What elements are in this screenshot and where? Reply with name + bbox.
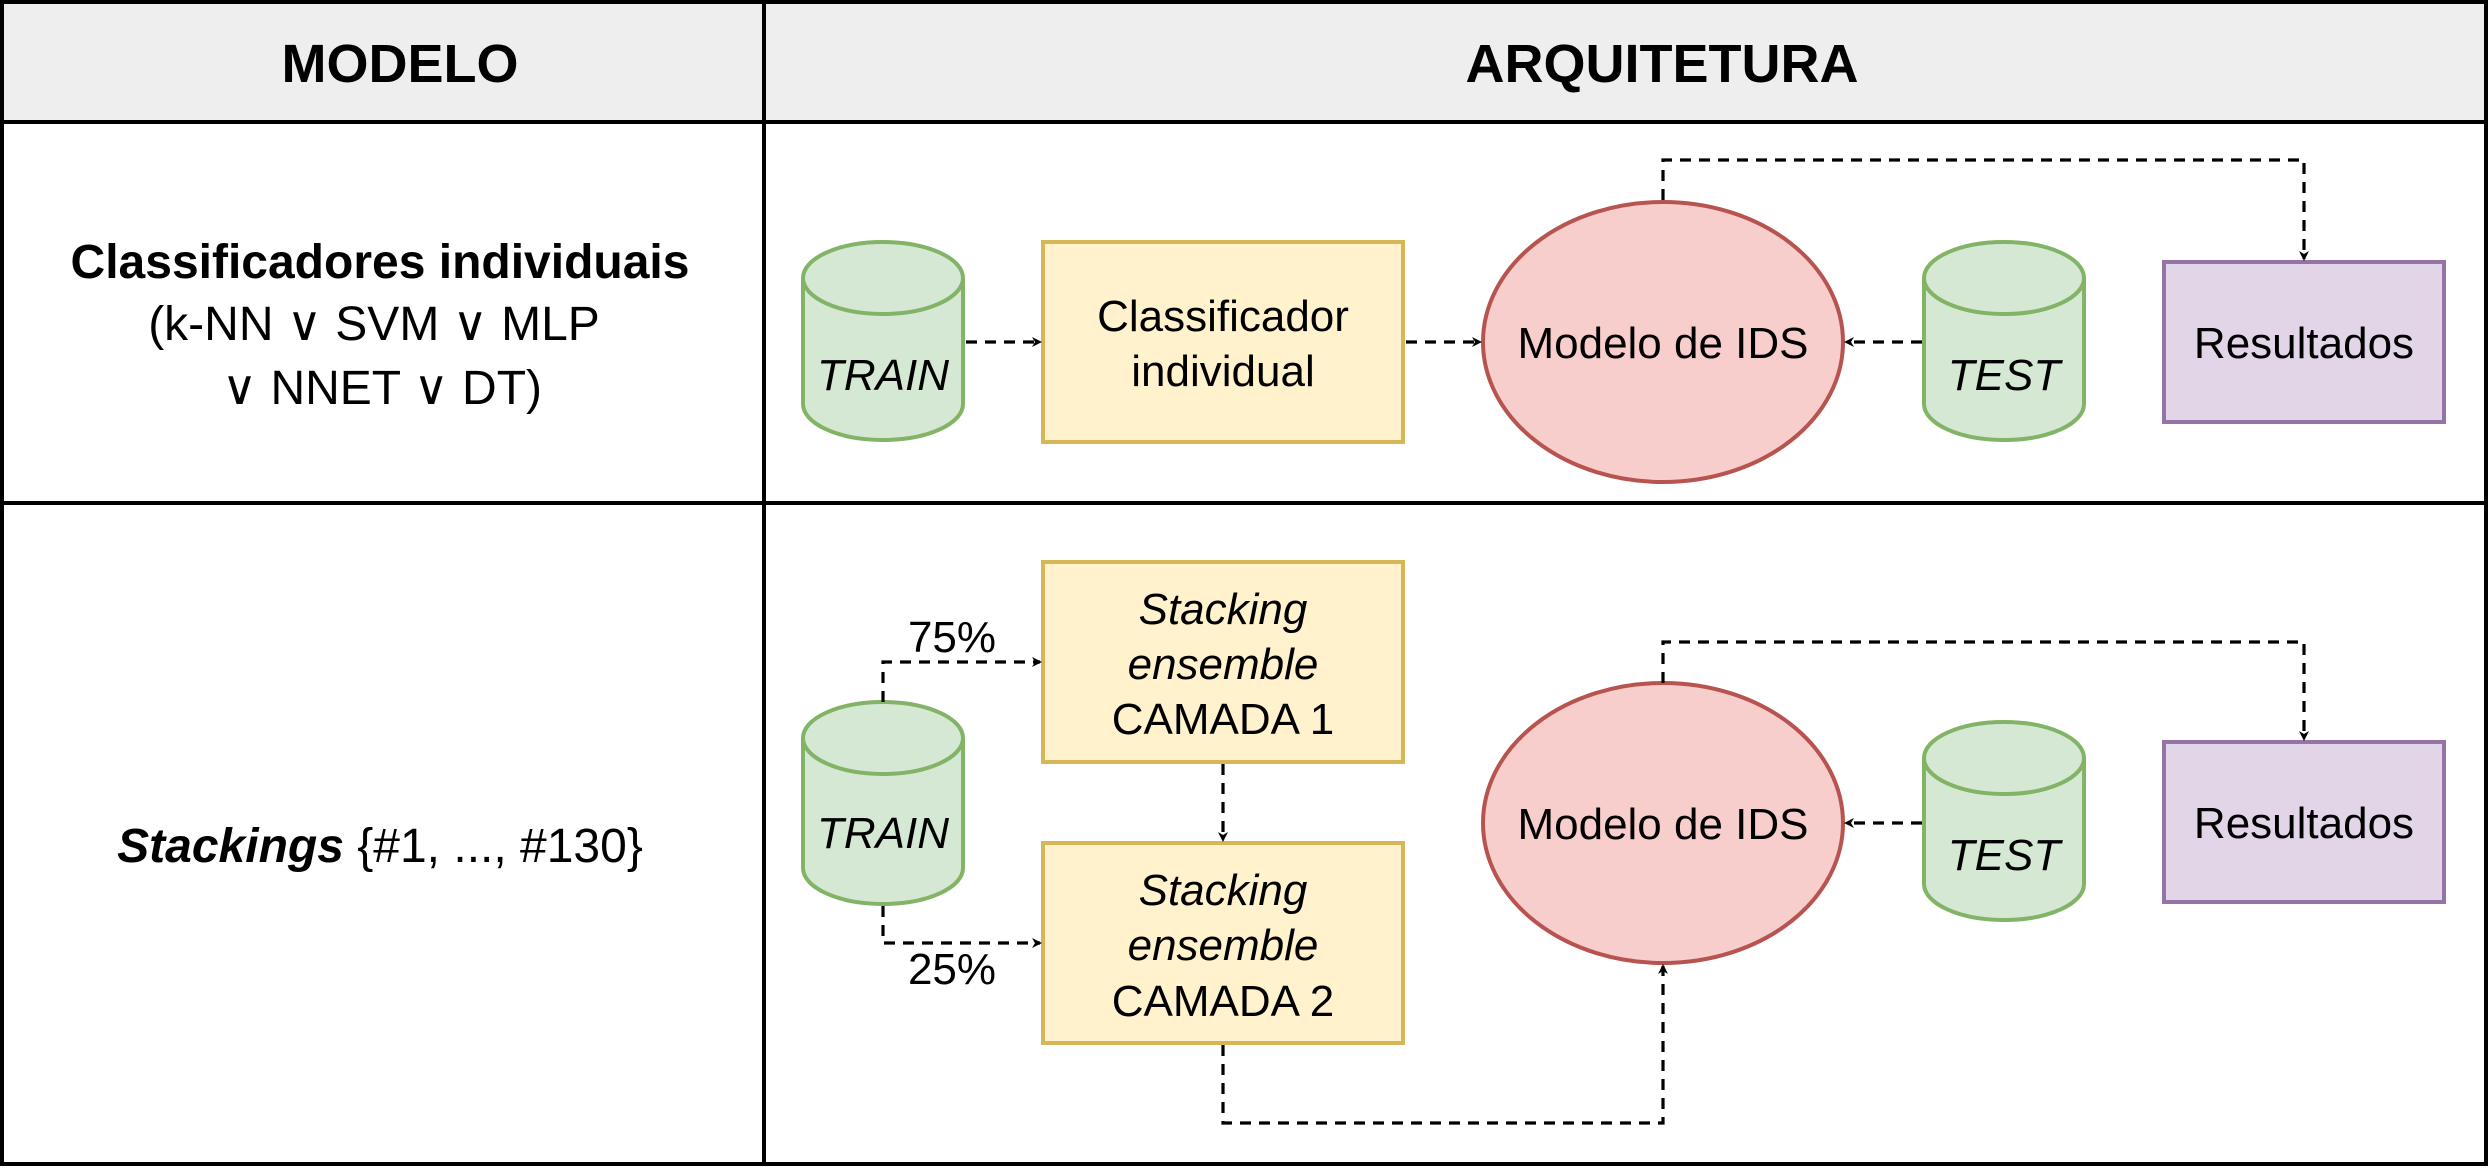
- layer1-label-line1: Stacking: [1139, 585, 1308, 634]
- layer2-label-line1: Stacking: [1139, 866, 1308, 915]
- header-modelo: MODELO: [282, 34, 519, 94]
- model-stackings-label: Stackings {#1, ..., #130}: [117, 820, 643, 873]
- arrow-ids-to-results-1: [1661, 158, 2309, 261]
- individual-classifier-box: Classificador individual: [1041, 240, 1405, 444]
- test-label-1: TEST: [1948, 351, 2064, 400]
- layer2-label-line3: CAMADA 2: [1112, 977, 1335, 1026]
- test-database-1: TEST: [1922, 240, 2086, 442]
- ids-model-1: Modelo de IDS: [1481, 200, 1845, 484]
- test-label-2: TEST: [1948, 831, 2064, 880]
- results-label-1: Resultados: [2194, 319, 2414, 368]
- model-classificadores-title: Classificadores individuais: [71, 236, 690, 289]
- ids-model-label-1: Modelo de IDS: [1517, 319, 1808, 368]
- layer1-label-line2: ensemble: [1128, 640, 1319, 689]
- train-database-2: TRAIN: [801, 700, 965, 906]
- split-label-75: 75%: [908, 613, 996, 662]
- results-label-2: Resultados: [2194, 799, 2414, 848]
- stacking-layer-2-box: Stacking ensemble CAMADA 2: [1041, 841, 1405, 1045]
- model-classificadores-list-line1: (k-NN ∨ SVM ∨ MLP: [148, 298, 600, 351]
- header-arquitetura: ARQUITETURA: [1466, 34, 1859, 94]
- model-stackings-title: Stackings: [117, 820, 344, 873]
- results-box-2: Resultados: [2162, 740, 2446, 904]
- arrow-train-to-layer1: [881, 657, 1042, 702]
- arrow-layer2-to-ids: [1221, 964, 1668, 1125]
- results-box-1: Resultados: [2162, 260, 2446, 424]
- model-stackings-range: {#1, ..., #130}: [344, 820, 643, 873]
- split-label-25: 25%: [908, 945, 996, 994]
- layer1-label-line3: CAMADA 1: [1112, 695, 1335, 744]
- layer2-label-line2: ensemble: [1128, 921, 1319, 970]
- ids-model-2: Modelo de IDS: [1481, 681, 1845, 965]
- stacking-layer-1-box: Stacking ensemble CAMADA 1: [1041, 560, 1405, 764]
- header-row-bg: [2, 2, 2486, 122]
- model-classificadores-list-line2: ∨ NNET ∨ DT): [222, 362, 542, 415]
- arrow-train-to-layer2: [881, 906, 1042, 948]
- train-label-1: TRAIN: [817, 351, 949, 400]
- train-database-1: TRAIN: [801, 240, 965, 442]
- classifier-label-line1: Classificador: [1097, 292, 1349, 341]
- classifier-label-line2: individual: [1131, 347, 1314, 396]
- test-database-2: TEST: [1922, 720, 2086, 922]
- arrow-ids-to-results-2: [1661, 640, 2309, 741]
- ids-model-label-2: Modelo de IDS: [1517, 800, 1808, 849]
- train-label-2: TRAIN: [817, 809, 949, 858]
